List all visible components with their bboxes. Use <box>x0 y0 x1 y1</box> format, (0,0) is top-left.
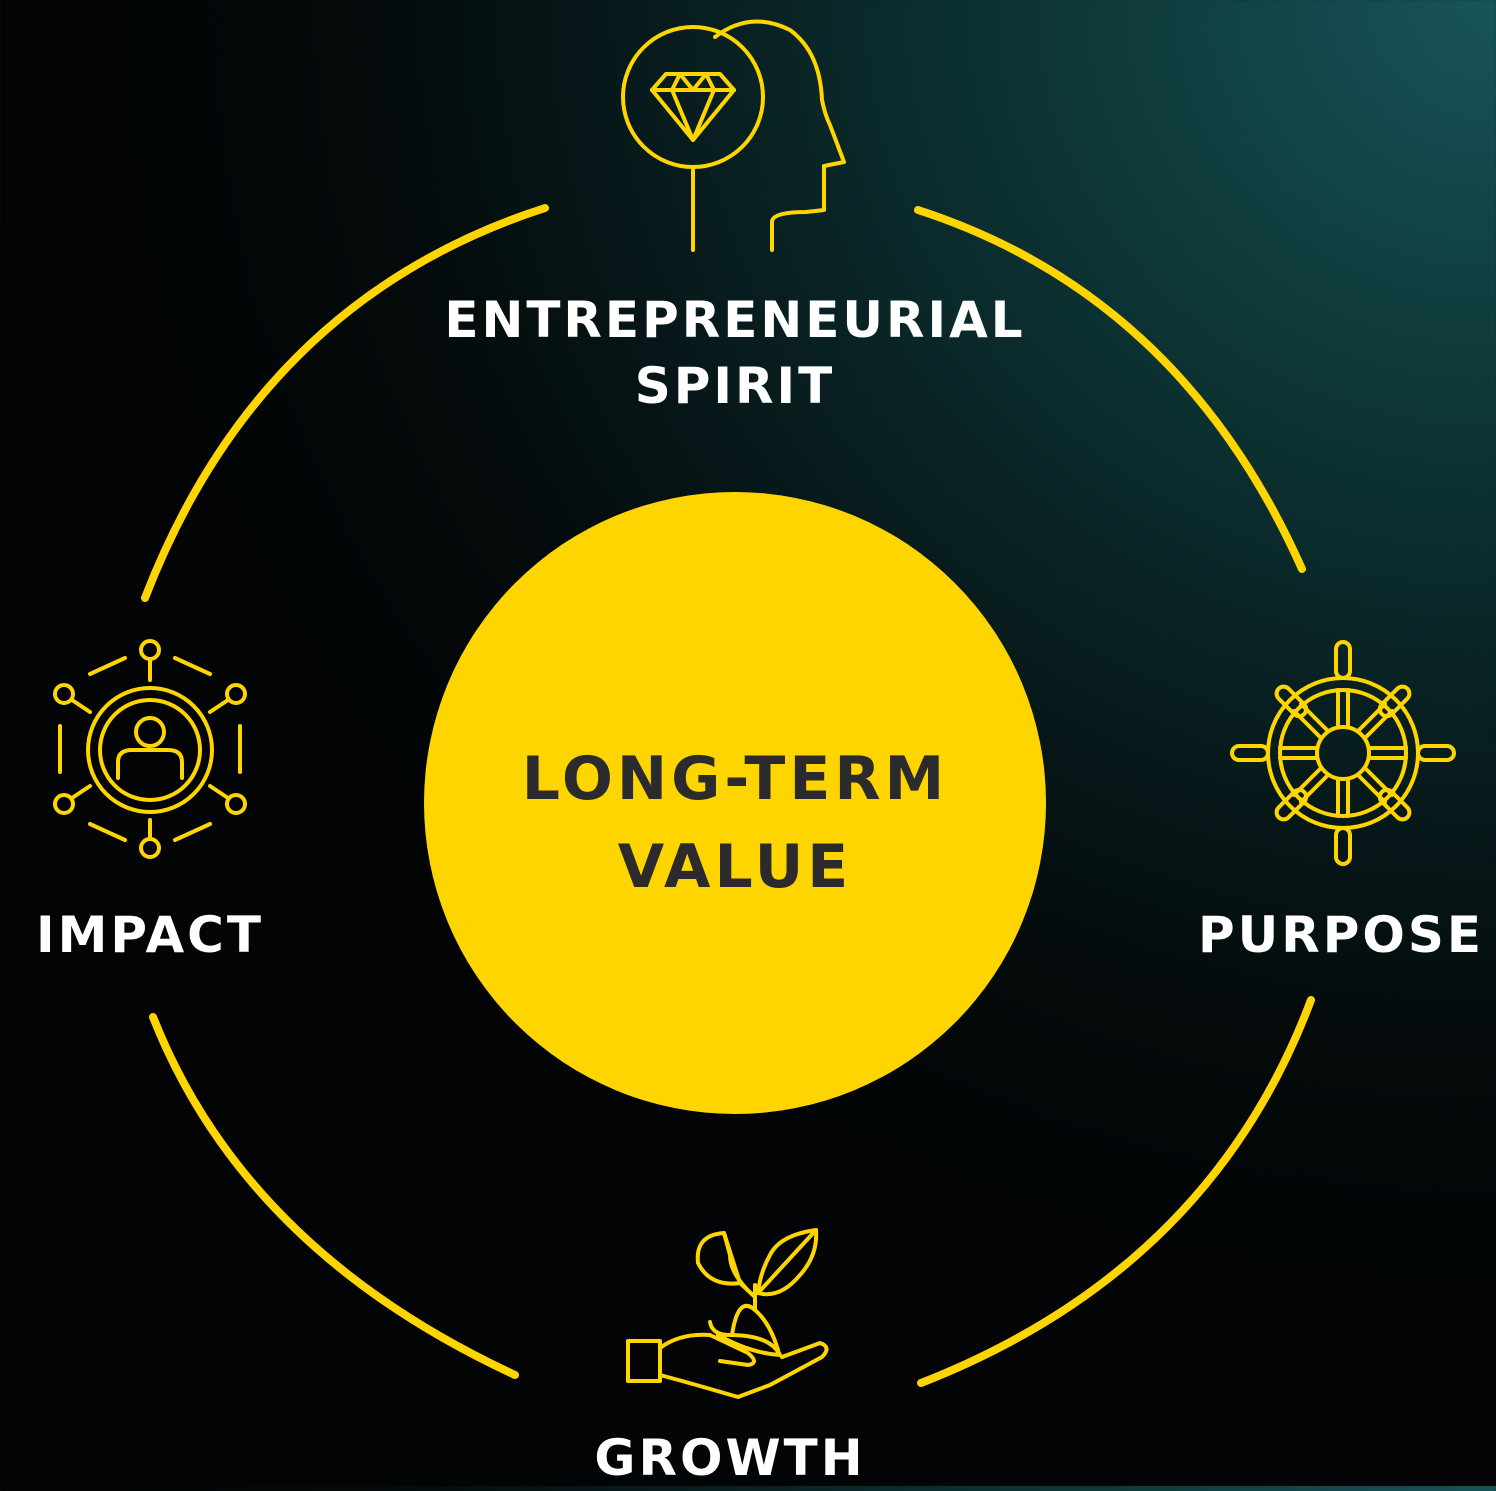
label-top-line-2: SPIRIT <box>634 357 836 415</box>
ring-arc-top-left <box>141 204 549 602</box>
ship-wheel-icon <box>1230 640 1456 866</box>
head-diamond-icon <box>621 19 846 252</box>
ring-arc-bottom-left <box>149 1013 519 1379</box>
center-title: LONG-TERM VALUE <box>424 735 1046 911</box>
label-impact: IMPACT <box>36 906 264 964</box>
label-growth: GROWTH <box>594 1429 866 1487</box>
ring-arc-bottom-right <box>917 996 1315 1387</box>
label-purpose: PURPOSE <box>1197 906 1485 964</box>
ring-arc-top-right <box>914 206 1306 573</box>
label-top-line-1: ENTREPRENEURIAL <box>444 291 1026 349</box>
person-network-icon <box>53 639 247 859</box>
center-title-line-2: VALUE <box>617 832 853 902</box>
label-entrepreneurial-spirit: ENTREPRENEURIAL SPIRIT <box>385 287 1085 419</box>
center-title-line-1: LONG-TERM <box>521 744 949 814</box>
center-circle <box>424 492 1046 1114</box>
hand-sprout-icon <box>626 1228 829 1399</box>
